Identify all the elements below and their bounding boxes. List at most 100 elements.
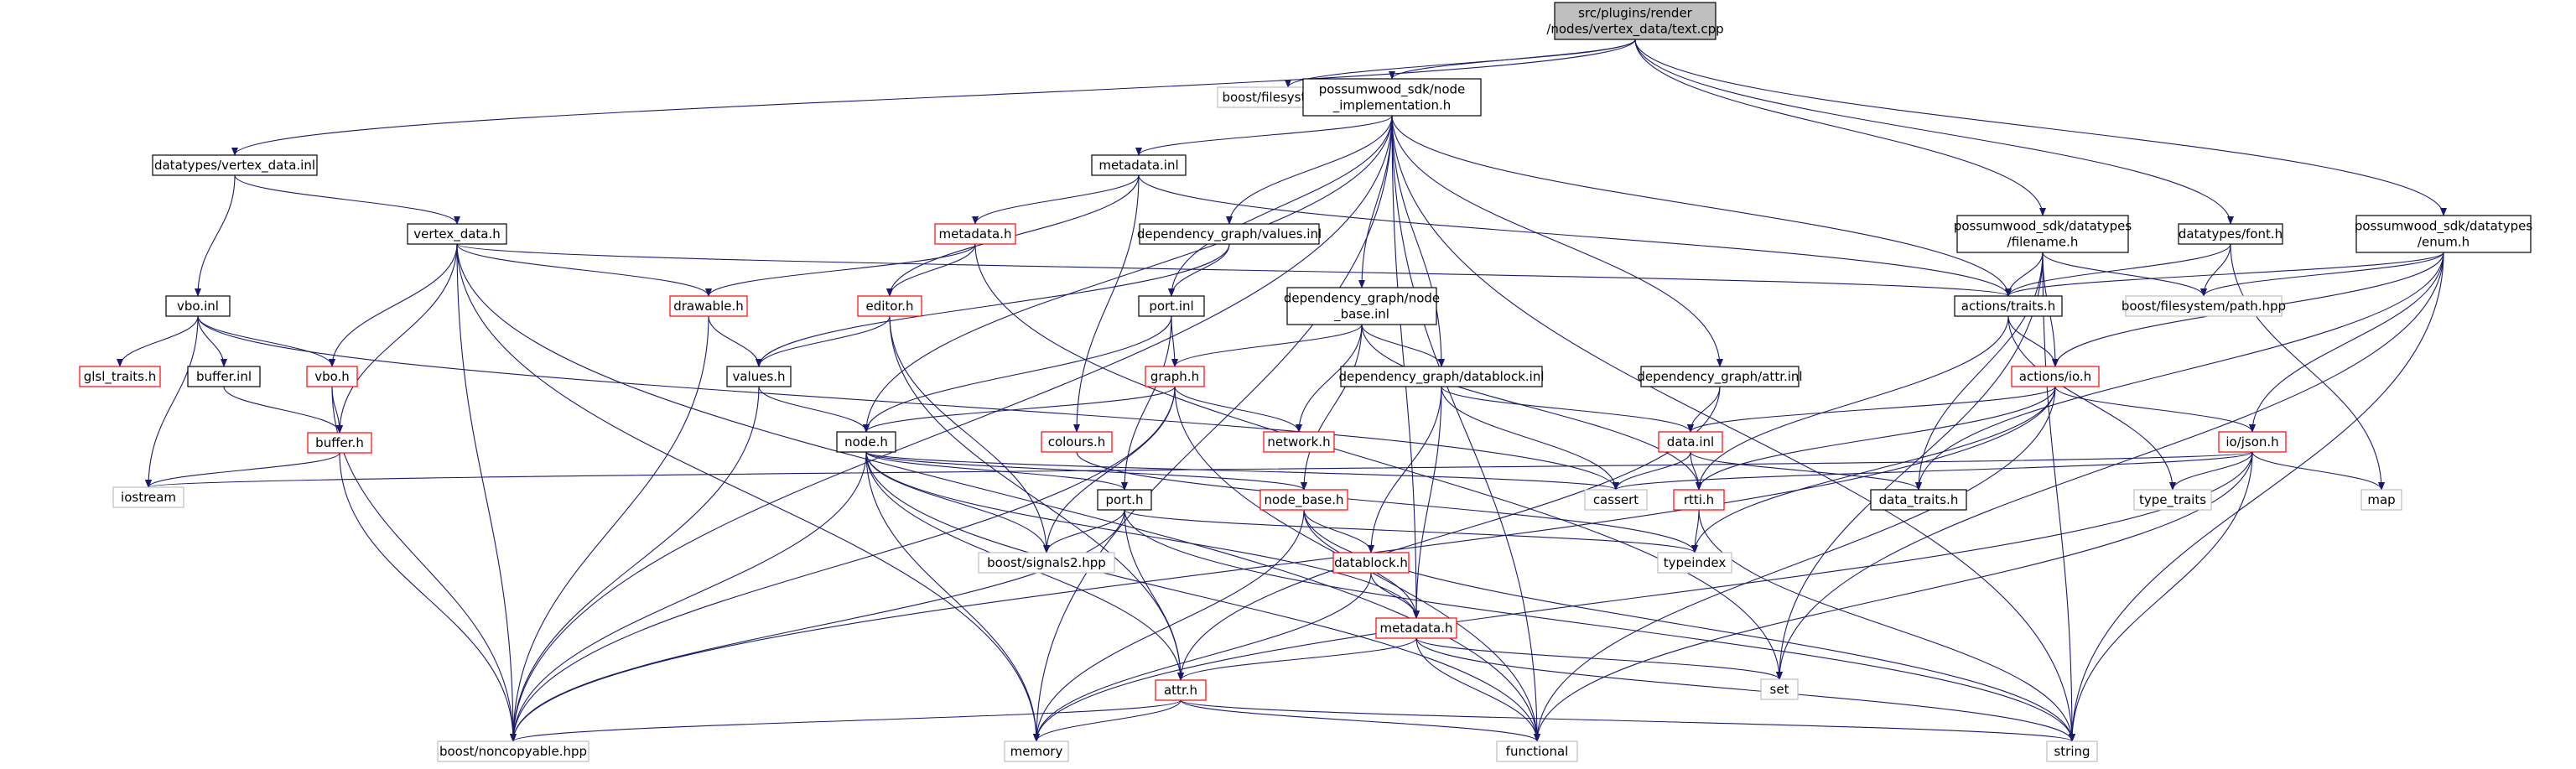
edge-portinl-to-nodeh [863, 315, 1172, 433]
edge-colours-to-typeindex [1076, 451, 1698, 553]
node-bufh[interactable]: buffer.h [307, 432, 372, 454]
node-datainl[interactable]: data.inl [1658, 431, 1723, 453]
node-bufinl[interactable]: buffer.inl [187, 366, 261, 387]
edge-actio-to-functional [1534, 386, 2056, 742]
node-box [2125, 295, 2283, 317]
node-nodebase[interactable]: node_base.h [1259, 489, 1348, 511]
edge-sdkenum-to-fspath [2200, 252, 2444, 297]
edge-vboinl-to-iostream [145, 315, 199, 488]
node-box [1870, 489, 1967, 511]
node-box [79, 366, 161, 387]
node-label: possumwood_sdk/datatypes [1954, 219, 2132, 235]
node-label: cassert [1593, 492, 1639, 507]
node-attrh[interactable]: attr.h [1155, 679, 1207, 701]
node-label: datatypes/font.h [2179, 226, 2283, 242]
node-porth[interactable]: port.h [1097, 489, 1152, 511]
node-network[interactable]: network.h [1263, 431, 1335, 453]
node-dbinl[interactable]: dependency_graph/datablock.inl [1338, 366, 1545, 387]
node-metah1[interactable]: metadata.h [934, 223, 1016, 245]
edge-portinl-to-porth [1121, 315, 1172, 491]
node-iojson[interactable]: io/json.h [2218, 431, 2287, 453]
node-box [112, 486, 184, 508]
node-editor[interactable]: editor.h [857, 295, 922, 317]
edges-layer [117, 39, 2447, 742]
node-dgvals[interactable]: dependency_graph/values.inl [1137, 223, 1322, 245]
edge-vdh-to-functional [456, 243, 1540, 742]
edge-nimpl-to-nbinl [1358, 115, 1393, 288]
node-typeindex: typeindex [1657, 552, 1732, 574]
node-portinl[interactable]: port.inl [1138, 295, 1205, 317]
node-actraits[interactable]: actions/traits.h [1954, 295, 2063, 317]
edge-valuesh-to-noncopy [510, 386, 760, 742]
edge-dbinl-to-metah2 [1413, 386, 1442, 619]
node-box [1041, 431, 1113, 453]
edge-nodeh-to-cassert [865, 451, 1619, 491]
node-nodeh[interactable]: node.h [836, 431, 896, 453]
node-box [306, 366, 358, 387]
node-fspath: boost/filesystem/path.hpp [2122, 295, 2286, 317]
node-font[interactable]: datatypes/font.h [2178, 223, 2283, 245]
node-label: boost/signals2.hpp [987, 555, 1106, 570]
node-nbinl[interactable]: dependency_graph/node_base.inl [1284, 287, 1440, 325]
node-set: set [1760, 678, 1799, 700]
node-datablock[interactable]: datablock.h [1332, 552, 1410, 574]
node-colours[interactable]: colours.h [1041, 431, 1113, 453]
edge-nimpl-to-string [1391, 115, 2075, 742]
edge-actio-to-typeindex [1691, 386, 2056, 553]
node-attrinl[interactable]: dependency_graph/attr.inl [1637, 366, 1803, 387]
edge-root-to-font [1634, 39, 2234, 225]
edge-root-to-nimpl [1389, 39, 1636, 80]
node-vdh[interactable]: vertex_data.h [407, 223, 507, 245]
edge-vdh-to-memory [456, 243, 1040, 742]
node-drawable[interactable]: drawable.h [669, 295, 748, 317]
node-label: /nodes/vertex_data/text.cpp [1546, 22, 1723, 38]
node-box [669, 295, 748, 317]
edge-vboinl-to-glsl [117, 315, 199, 367]
edge-vboinl-to-vboh [197, 315, 335, 367]
edge-iojson-to-string [2069, 451, 2253, 742]
edge-portinl-to-graphh [1171, 315, 1178, 367]
edge-nimpl-to-dgvals [1226, 115, 1393, 225]
node-label: typeindex [1664, 555, 1727, 570]
edge-vdh-to-noncopy [456, 243, 517, 742]
edge-metah1-to-editor [886, 243, 976, 297]
node-label: attr.h [1164, 683, 1197, 698]
node-sdkfn[interactable]: possumwood_sdk/datatypes/filename.h [1954, 215, 2132, 253]
node-sdkenum[interactable]: possumwood_sdk/datatypes/enum.h [2355, 215, 2532, 253]
node-box [1673, 489, 1725, 511]
edge-nimpl-to-portinl [1168, 115, 1393, 297]
edge-datainl-to-dtraits [1690, 451, 1922, 491]
node-minl[interactable]: metadata.inl [1091, 154, 1187, 176]
node-label: glsl_traits.h [84, 369, 157, 385]
edge-valuesh-to-nodeh [758, 386, 870, 433]
node-vdinl[interactable]: datatypes/vertex_data.inl [152, 154, 318, 176]
node-label: functional [1506, 744, 1569, 759]
node-label: node_base.h [1265, 492, 1344, 508]
edge-sdkenum-to-string [2069, 252, 2444, 742]
edge-vdinl-to-vboinl [195, 174, 236, 297]
node-box [1139, 223, 1320, 245]
node-label: _implementation.h [1332, 98, 1452, 114]
node-label: possumwood_sdk/node [1319, 82, 1466, 98]
node-vboh[interactable]: vbo.h [306, 366, 358, 387]
node-metah2[interactable]: metadata.h [1375, 617, 1457, 639]
edge-metah2-to-set [1415, 637, 1783, 680]
node-graphh[interactable]: graph.h [1145, 366, 1205, 387]
node-box [1657, 552, 1732, 574]
node-box [1332, 552, 1410, 574]
node-box [726, 366, 792, 387]
edge-actio-to-rtti [1696, 386, 2056, 491]
node-box [1554, 2, 1716, 40]
node-label: datablock.h [1334, 555, 1408, 570]
edge-vdh-to-actraits [456, 243, 2012, 297]
edge-dbinl-to-datainl [1441, 386, 1694, 433]
node-dtraits[interactable]: data_traits.h [1870, 489, 1967, 511]
node-rtti[interactable]: rtti.h [1673, 489, 1725, 511]
node-actio[interactable]: actions/io.h [2011, 366, 2100, 387]
node-nimpl[interactable]: possumwood_sdk/node_implementation.h [1302, 78, 1482, 117]
edge-sdkenum-to-iojson [2249, 252, 2444, 433]
node-vboinl[interactable]: vbo.inl [165, 295, 231, 317]
node-glsl[interactable]: glsl_traits.h [79, 366, 161, 387]
node-box [1340, 366, 1543, 387]
node-valuesh[interactable]: values.h [726, 366, 792, 387]
